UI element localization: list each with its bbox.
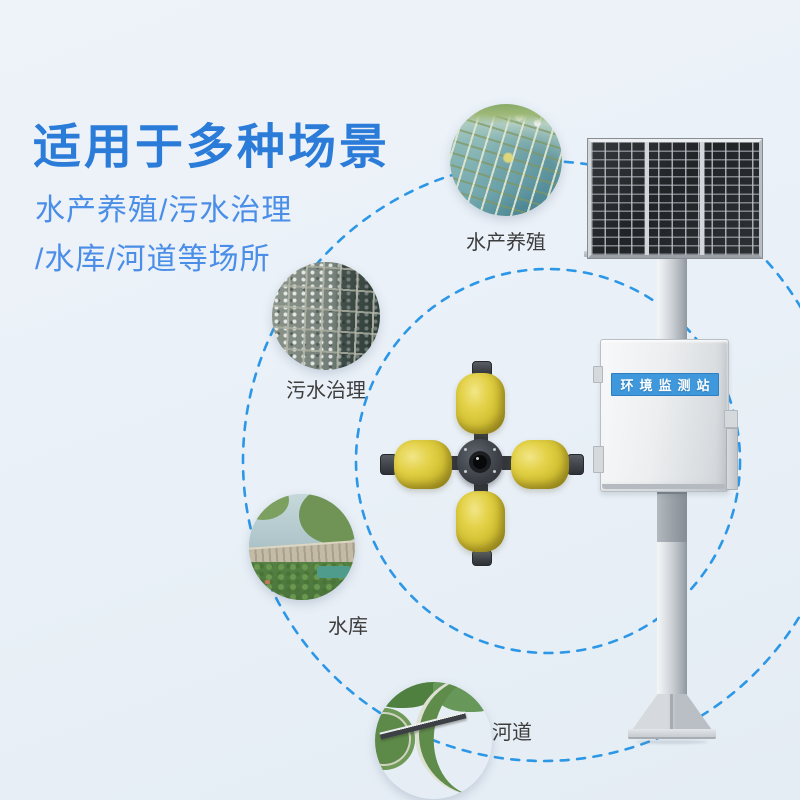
monitoring-box-rim <box>602 484 725 489</box>
buoy-float <box>394 440 452 489</box>
hub-screw <box>493 448 496 451</box>
buoy-end-cap <box>472 550 492 566</box>
box-side-bracket <box>726 428 738 490</box>
hub-screw <box>464 470 467 473</box>
page-title: 适用于多种场景 <box>33 121 391 174</box>
aquaculture-label: 水产养殖 <box>466 232 546 254</box>
sensor-lens-highlight <box>476 457 479 460</box>
page-subtitle-line1: 水产养殖/污水治理 <box>35 194 293 227</box>
reservoir-building <box>265 580 270 584</box>
buoy-float <box>456 491 505 552</box>
monitoring-box <box>600 339 729 492</box>
reservoir-photo <box>249 494 355 600</box>
solar-panel <box>587 138 763 259</box>
water-quality-buoy <box>376 358 586 568</box>
box-hinge <box>593 366 603 383</box>
orbit-dashed-circle-outer <box>241 159 800 763</box>
buoy-float <box>511 440 569 489</box>
pole-base-plate <box>628 729 716 739</box>
hub-screw <box>464 448 467 451</box>
station-pole-joint <box>657 492 687 542</box>
box-latch <box>724 410 738 428</box>
river-photo <box>375 682 492 799</box>
aquaculture-photo <box>450 104 562 216</box>
hub-screw <box>493 470 496 473</box>
reservoir-pool <box>317 566 351 578</box>
buoy-float <box>456 373 505 434</box>
sewage-treatment-label: 污水治理 <box>286 380 366 402</box>
box-hinge <box>593 446 604 473</box>
pole-base-gusset <box>670 694 673 730</box>
orbit-dashed-circle-inner <box>354 267 742 655</box>
sewage-treatment-photo <box>272 262 380 370</box>
pole-base-shadow <box>636 740 708 744</box>
station-banner: 环境监测站 <box>611 373 719 396</box>
river-label: 河道 <box>492 722 532 744</box>
page-subtitle-line2: /水库/河道等场所 <box>35 243 271 276</box>
buoy-end-cap <box>567 454 584 475</box>
reservoir-label: 水库 <box>328 616 368 638</box>
